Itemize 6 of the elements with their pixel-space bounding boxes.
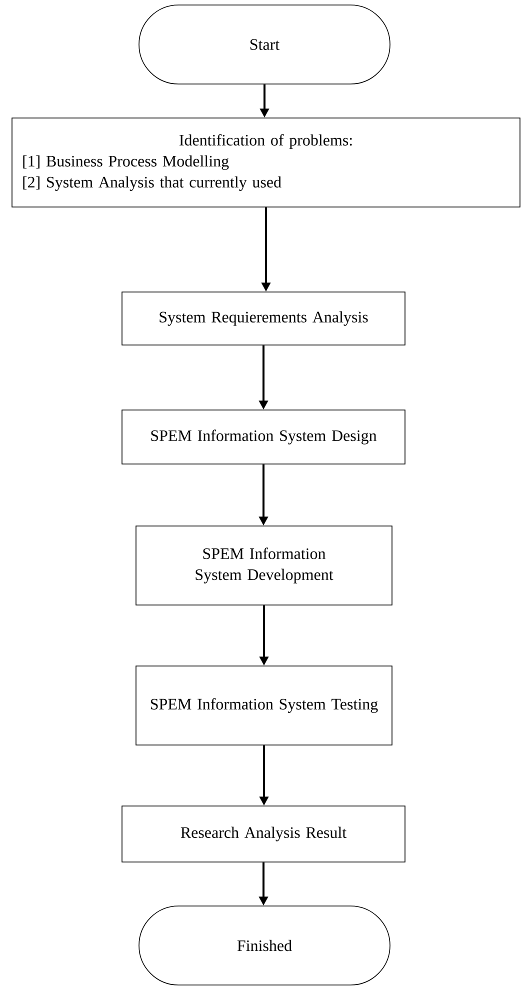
process-box: SPEM Information System Design	[122, 410, 406, 464]
process-box: SPEM Information System Development	[136, 526, 392, 606]
process-box: Research Analysis Result	[122, 806, 406, 862]
process-box: Identification of problems: [1] Business Process Modelling [2] System Analysis that currently used	[12, 118, 520, 208]
process-box: SPEM Information System Testing	[136, 666, 392, 746]
process-box: System Requierements Analysis	[122, 292, 406, 346]
